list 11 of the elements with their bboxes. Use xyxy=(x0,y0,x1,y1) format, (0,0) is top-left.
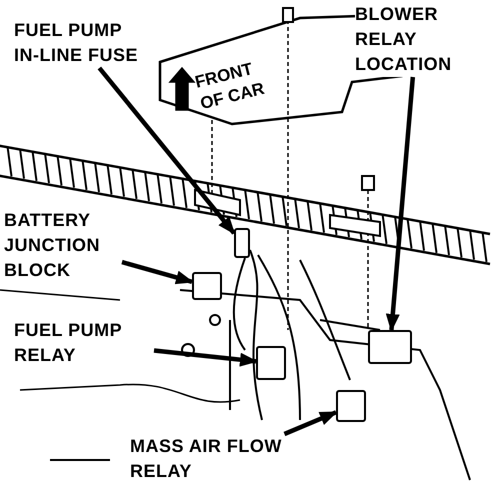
leader-arrow xyxy=(121,260,194,284)
leader-arrow xyxy=(154,348,258,367)
direction-note: FRONT OF CAR xyxy=(192,58,268,116)
relay-part xyxy=(256,346,286,380)
leader-arrow xyxy=(386,76,416,332)
relay-part xyxy=(336,390,366,422)
relay-part xyxy=(234,228,250,258)
leader-arrow xyxy=(284,410,338,436)
relay-part xyxy=(368,330,412,364)
leader-arrow xyxy=(98,66,236,235)
relay-part xyxy=(192,272,222,300)
